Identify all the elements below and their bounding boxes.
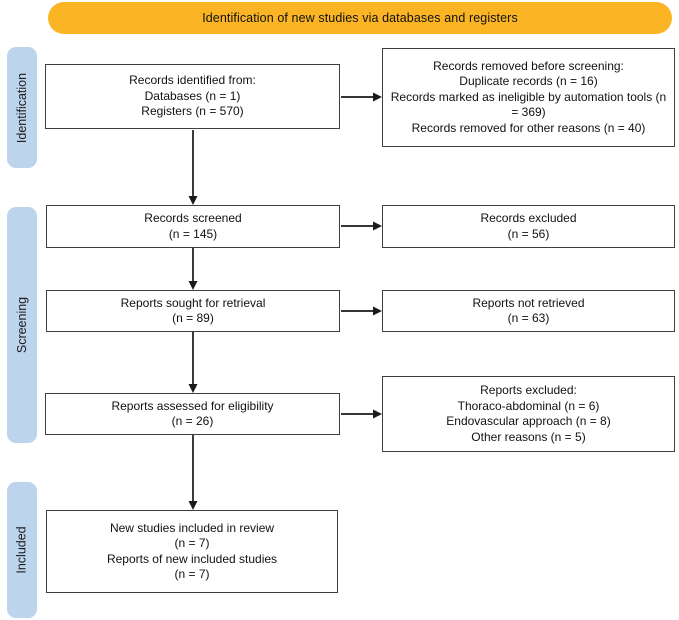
stage-label-screening: Screening <box>7 207 37 443</box>
box-line: (n = 7) <box>174 536 210 550</box>
box-reports-assessed-for-eligibility: Reports assessed for eligibility(n = 26) <box>45 393 340 435</box>
banner-databases-registers: Identification of new studies via databa… <box>48 2 672 34</box>
box-line: (n = 89) <box>172 311 214 325</box>
box-line: (n = 7) <box>174 567 210 581</box>
box-line: Thoraco-abdominal (n = 6) <box>457 398 600 413</box>
box-line: Records identified from: <box>129 73 256 88</box>
box-line: Databases (n = 1) <box>144 88 241 103</box>
box-line: Records excluded <box>480 211 577 225</box>
box-records-screened: Records screened(n = 145) <box>46 205 340 248</box>
box-new-studies-included: New studies included in review(n = 7)Rep… <box>46 510 338 593</box>
box-line: (n = 56) <box>507 226 550 241</box>
box-line: (n = 26) <box>171 414 214 428</box>
box-line: (n = 145) <box>168 226 218 241</box>
box-reports-sought-for-retrieval: Reports sought for retrieval(n = 89) <box>46 290 340 332</box>
box-line: Reports excluded: <box>480 383 577 397</box>
box-line: Records screened <box>144 211 242 225</box>
box-line: Records removed before screening: <box>433 58 624 73</box>
box-line: Reports assessed for eligibility <box>111 398 274 413</box>
box-line: Registers (n = 570) <box>141 104 244 119</box>
box-line: Records marked as ineligible by automati… <box>390 89 667 120</box>
box-line: Duplicate records (n = 16) <box>459 74 598 89</box>
box-reports-excluded: Reports excluded:Thoraco-abdominal (n = … <box>382 376 675 452</box>
box-records-identified: Records identified from:Databases (n = 1… <box>45 64 340 129</box>
stage-label-included: Included <box>7 482 37 618</box>
stage-label-identification: Identification <box>7 47 37 168</box>
box-reports-not-retrieved: Reports not retrieved(n = 63) <box>382 290 675 332</box>
box-line: Endovascular approach (n = 8) <box>446 414 611 428</box>
box-line: Records removed for other reasons (n = 4… <box>411 120 646 135</box>
box-line: Reports not retrieved <box>472 295 585 310</box>
stage-label-text: Included <box>15 526 30 574</box>
stage-label-text: Identification <box>15 72 29 143</box>
box-line: Reports of new included studies <box>106 551 278 566</box>
box-records-removed-before-screening: Records removed before screening:Duplica… <box>382 48 675 147</box>
stage-label-text: Screening <box>15 296 30 354</box>
box-line: Reports sought for retrieval <box>120 295 266 310</box>
box-records-excluded: Records excluded(n = 56) <box>382 205 675 248</box>
box-line: (n = 63) <box>507 311 550 325</box>
banner-label: Identification of new studies via databa… <box>202 11 518 25</box>
box-line: Other reasons (n = 5) <box>471 429 586 444</box>
box-line: New studies included in review <box>109 520 275 535</box>
